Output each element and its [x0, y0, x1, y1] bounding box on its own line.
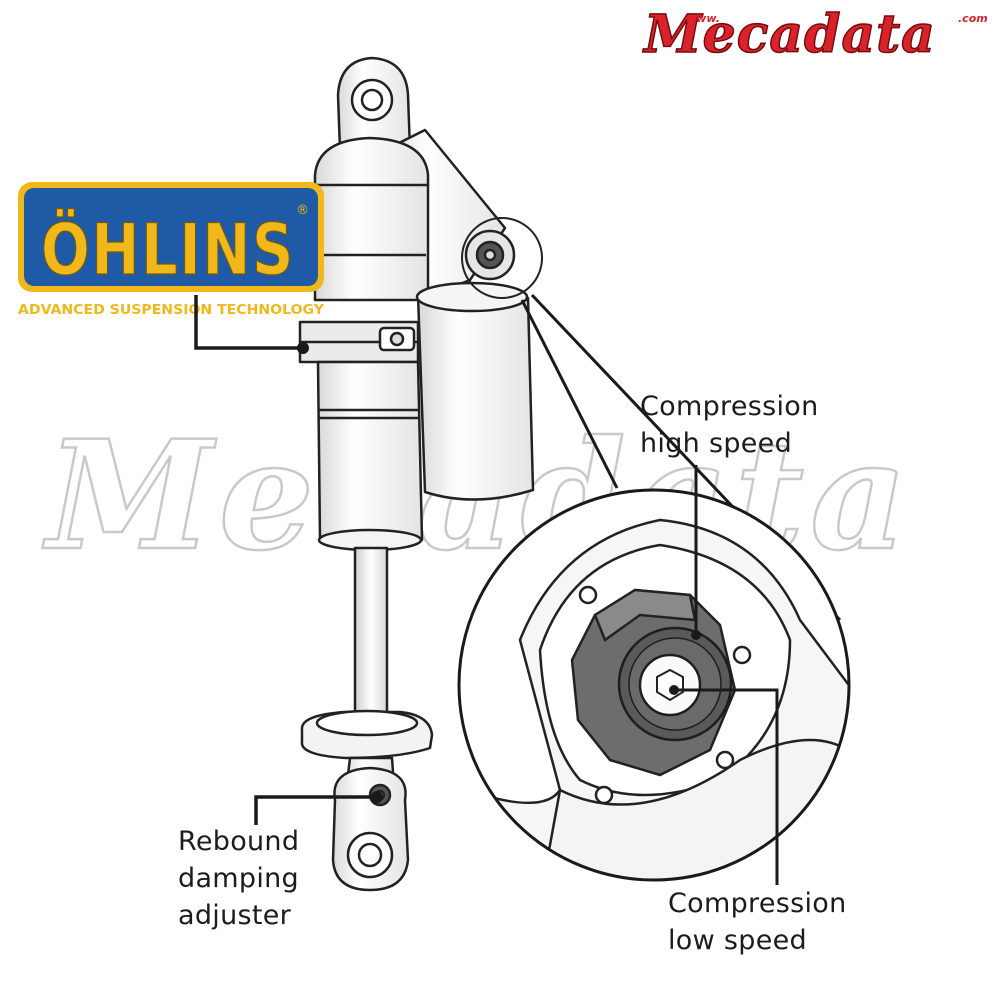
rebound-damping-label: Rebound damping adjuster — [178, 823, 299, 934]
ohlins-tagline: ADVANCED SUSPENSION TECHNOLOGY — [18, 303, 325, 318]
zoom-detail — [457, 488, 851, 882]
rebound-damping-line1: Rebound — [178, 826, 300, 857]
bottom-mount — [300, 709, 434, 892]
mecadata-logo-text: Mecadata — [642, 4, 936, 65]
compression-high-speed-line1: Compression — [640, 391, 819, 422]
rebound-leader — [254, 795, 377, 825]
zoom-leader-left — [520, 299, 619, 489]
ohlins-logo: ÖHLINS ® ADVANCED SUSPENSION TECHNOLOGY — [18, 182, 325, 318]
preload-leader — [194, 295, 303, 350]
compression-adjuster — [464, 229, 516, 281]
damper-body — [316, 360, 424, 548]
rebound-damping-line2: damping — [178, 863, 299, 894]
mecadata-logo: Mecadata www. .com — [641, 3, 988, 66]
zoom-callout-leaders — [669, 465, 779, 885]
reservoir — [416, 284, 535, 501]
low-speed-leader — [674, 688, 779, 885]
mecadata-logo-suffix: .com — [958, 12, 988, 25]
shock-absorber — [298, 56, 543, 892]
compression-low-speed-line2: low speed — [668, 925, 807, 956]
damper-head — [313, 136, 430, 302]
compression-high-speed-line2: high speed — [640, 428, 793, 459]
compression-low-speed-line1: Compression — [668, 888, 847, 919]
ohlins-wordmark: ÖHLINS — [41, 209, 295, 291]
ohlins-registered-mark: ® — [296, 203, 309, 218]
compression-high-speed-label: Compression high speed — [640, 388, 819, 462]
rebound-damping-line3: adjuster — [178, 900, 292, 931]
piston-rod — [353, 546, 389, 730]
compression-low-speed-label: Compression low speed — [668, 885, 847, 959]
zoom-source-circle — [461, 217, 543, 299]
preload-collar — [298, 320, 420, 364]
mecadata-logo-prefix: www. — [686, 12, 720, 25]
